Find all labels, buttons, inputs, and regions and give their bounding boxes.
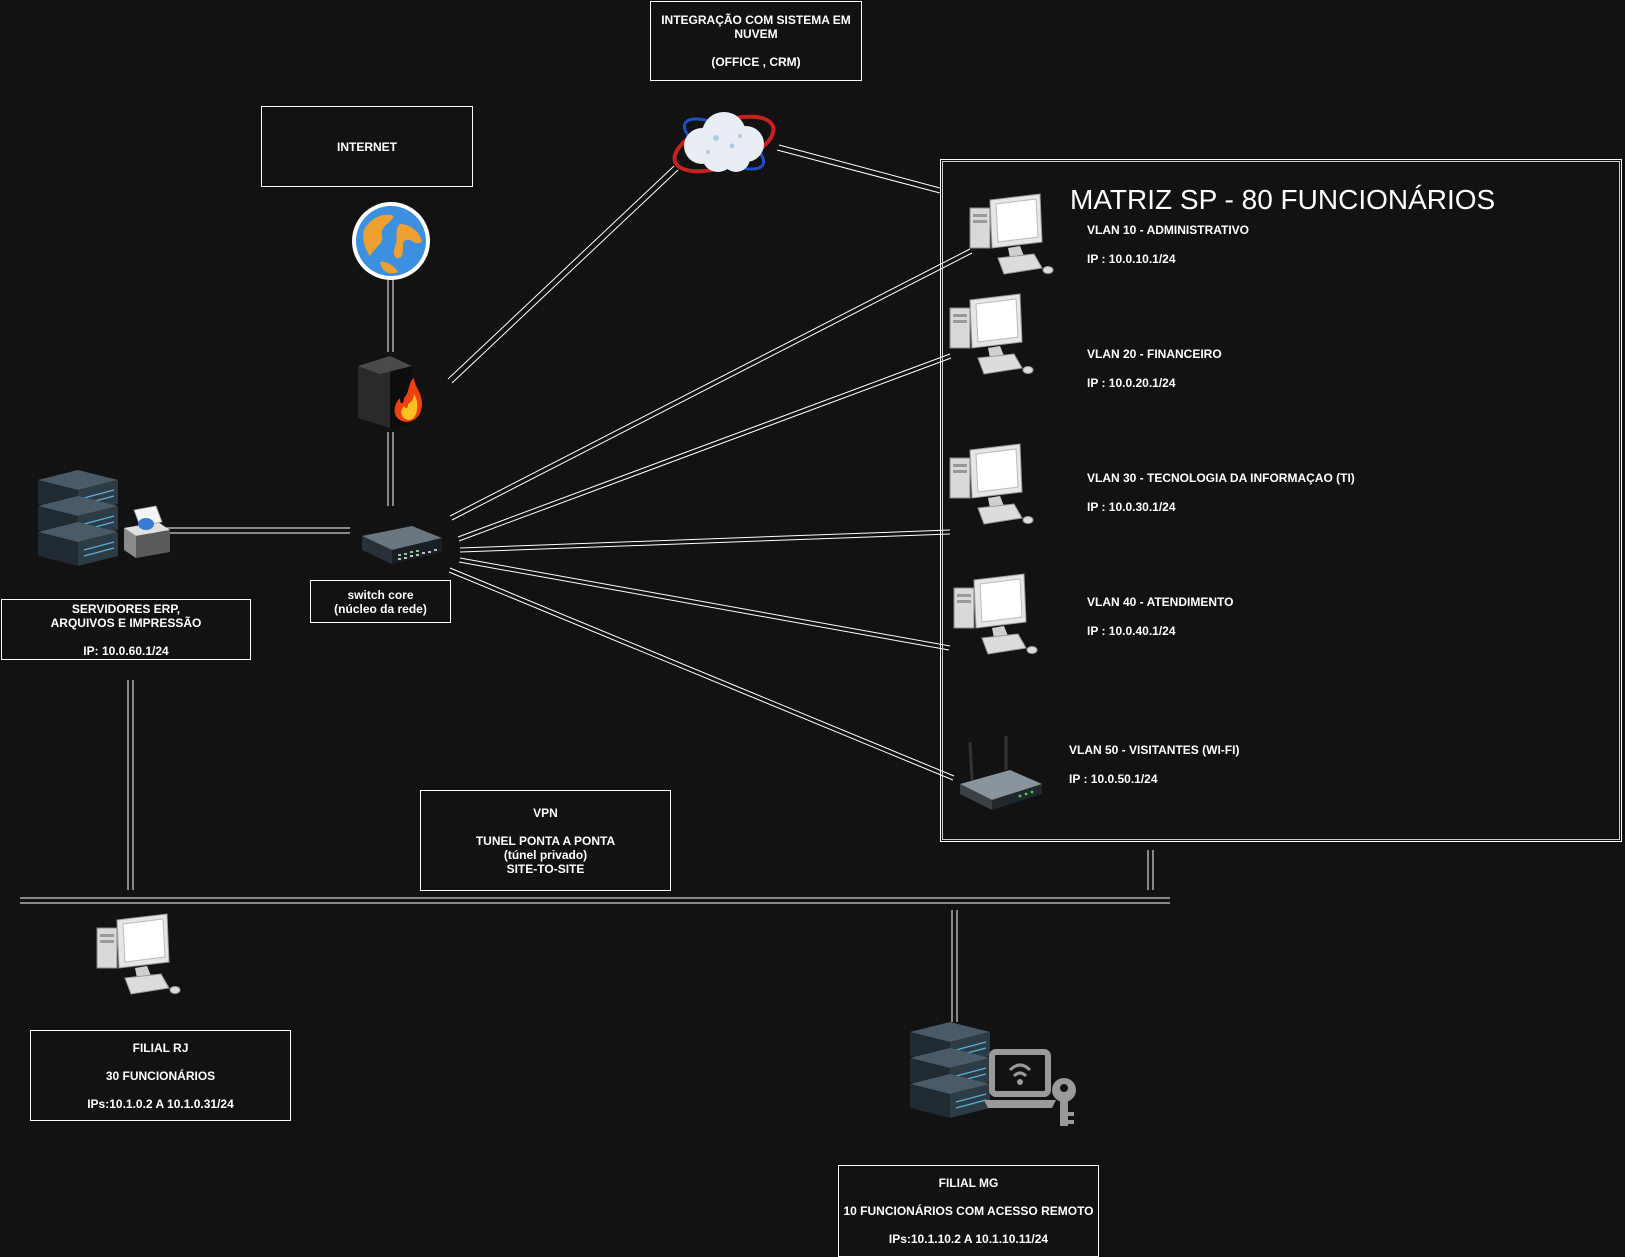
globe-icon bbox=[352, 202, 430, 280]
computer-icon bbox=[96, 913, 181, 995]
cloud-integration-label: INTEGRAÇÃO COM SISTEMA EM NUVEM (OFFICE … bbox=[650, 1, 862, 81]
vlan-20-name: VLAN 20 - FINANCEIRO bbox=[1087, 347, 1222, 361]
vlan-20-ip: IP : 10.0.20.1/24 bbox=[1087, 376, 1176, 390]
vlan-40-ip: IP : 10.0.40.1/24 bbox=[1087, 624, 1176, 638]
vlan-40-name: VLAN 40 - ATENDIMENTO bbox=[1087, 595, 1234, 609]
filial-rj-label: FILIAL RJ 30 FUNCIONÁRIOS IPs:10.1.0.2 A… bbox=[30, 1030, 291, 1121]
vlan-30-ip: IP : 10.0.30.1/24 bbox=[1087, 500, 1176, 514]
switch-label-line1: switch core bbox=[347, 587, 414, 602]
filial-mg-employees: 10 FUNCIONÁRIOS COM ACESSO REMOTO bbox=[843, 1204, 1094, 1218]
filial-rj-ips: IPs:10.1.0.2 A 10.1.0.31/24 bbox=[87, 1096, 234, 1111]
computer-icon bbox=[953, 573, 1038, 655]
servers-label-line1: SERVIDORES ERP, bbox=[71, 601, 181, 616]
remote-access-server-icon bbox=[909, 1022, 1076, 1126]
servers-label: SERVIDORES ERP, ARQUIVOS E IMPRESSÃO IP:… bbox=[1, 599, 251, 660]
vpn-label-line2: TUNEL PONTA A PONTA bbox=[475, 833, 616, 848]
switch-icon bbox=[362, 526, 442, 564]
wifi-router-icon bbox=[960, 736, 1042, 810]
server-printer-icon bbox=[38, 470, 170, 567]
filial-rj-employees: 30 FUNCIONÁRIOS bbox=[105, 1068, 216, 1083]
computer-icon bbox=[969, 193, 1054, 275]
internet-label: INTERNET bbox=[261, 106, 473, 187]
filial-rj-name: FILIAL RJ bbox=[132, 1040, 189, 1055]
filial-mg-name: FILIAL MG bbox=[938, 1176, 999, 1190]
switch-core-label: switch core (núcleo da rede) bbox=[310, 580, 451, 623]
cloud-label-line1: INTEGRAÇÃO COM SISTEMA EM bbox=[661, 13, 851, 27]
vpn-label-line3: (túnel privado) bbox=[503, 847, 588, 862]
vpn-label-line4: SITE-TO-SITE bbox=[506, 861, 585, 876]
matriz-frame bbox=[940, 159, 1622, 842]
cloud-icon bbox=[672, 112, 776, 174]
computer-icon bbox=[949, 443, 1034, 525]
cloud-label-line3: (OFFICE , CRM) bbox=[711, 55, 801, 69]
filial-mg-ips: IPs:10.1.10.2 A 10.1.10.11/24 bbox=[888, 1232, 1049, 1246]
vlan-10-ip: IP : 10.0.10.1/24 bbox=[1087, 252, 1176, 266]
computer-icon bbox=[949, 293, 1034, 375]
servers-label-line2: ARQUIVOS E IMPRESSÃO bbox=[50, 615, 202, 630]
firewall-icon bbox=[358, 356, 422, 428]
matriz-title: MATRIZ SP - 80 FUNCIONÁRIOS bbox=[1070, 184, 1496, 215]
servers-ip: IP: 10.0.60.1/24 bbox=[83, 643, 169, 658]
vpn-label-line1: VPN bbox=[533, 805, 558, 820]
vlan-30-name: VLAN 30 - TECNOLOGIA DA INFORMAÇAO (TI) bbox=[1087, 471, 1355, 485]
cloud-label-line2: NUVEM bbox=[734, 27, 778, 41]
filial-mg-label: FILIAL MG 10 FUNCIONÁRIOS COM ACESSO REM… bbox=[838, 1165, 1099, 1257]
vlan-50-name: VLAN 50 - VISITANTES (WI-FI) bbox=[1069, 743, 1240, 757]
switch-label-line2: (núcleo da rede) bbox=[334, 601, 427, 616]
vlan-10-name: VLAN 10 - ADMINISTRATIVO bbox=[1087, 223, 1250, 237]
vpn-label: VPN TUNEL PONTA A PONTA (túnel privado) … bbox=[420, 790, 671, 891]
internet-label-text: INTERNET bbox=[337, 139, 397, 154]
vlan-50-ip: IP : 10.0.50.1/24 bbox=[1069, 772, 1158, 786]
